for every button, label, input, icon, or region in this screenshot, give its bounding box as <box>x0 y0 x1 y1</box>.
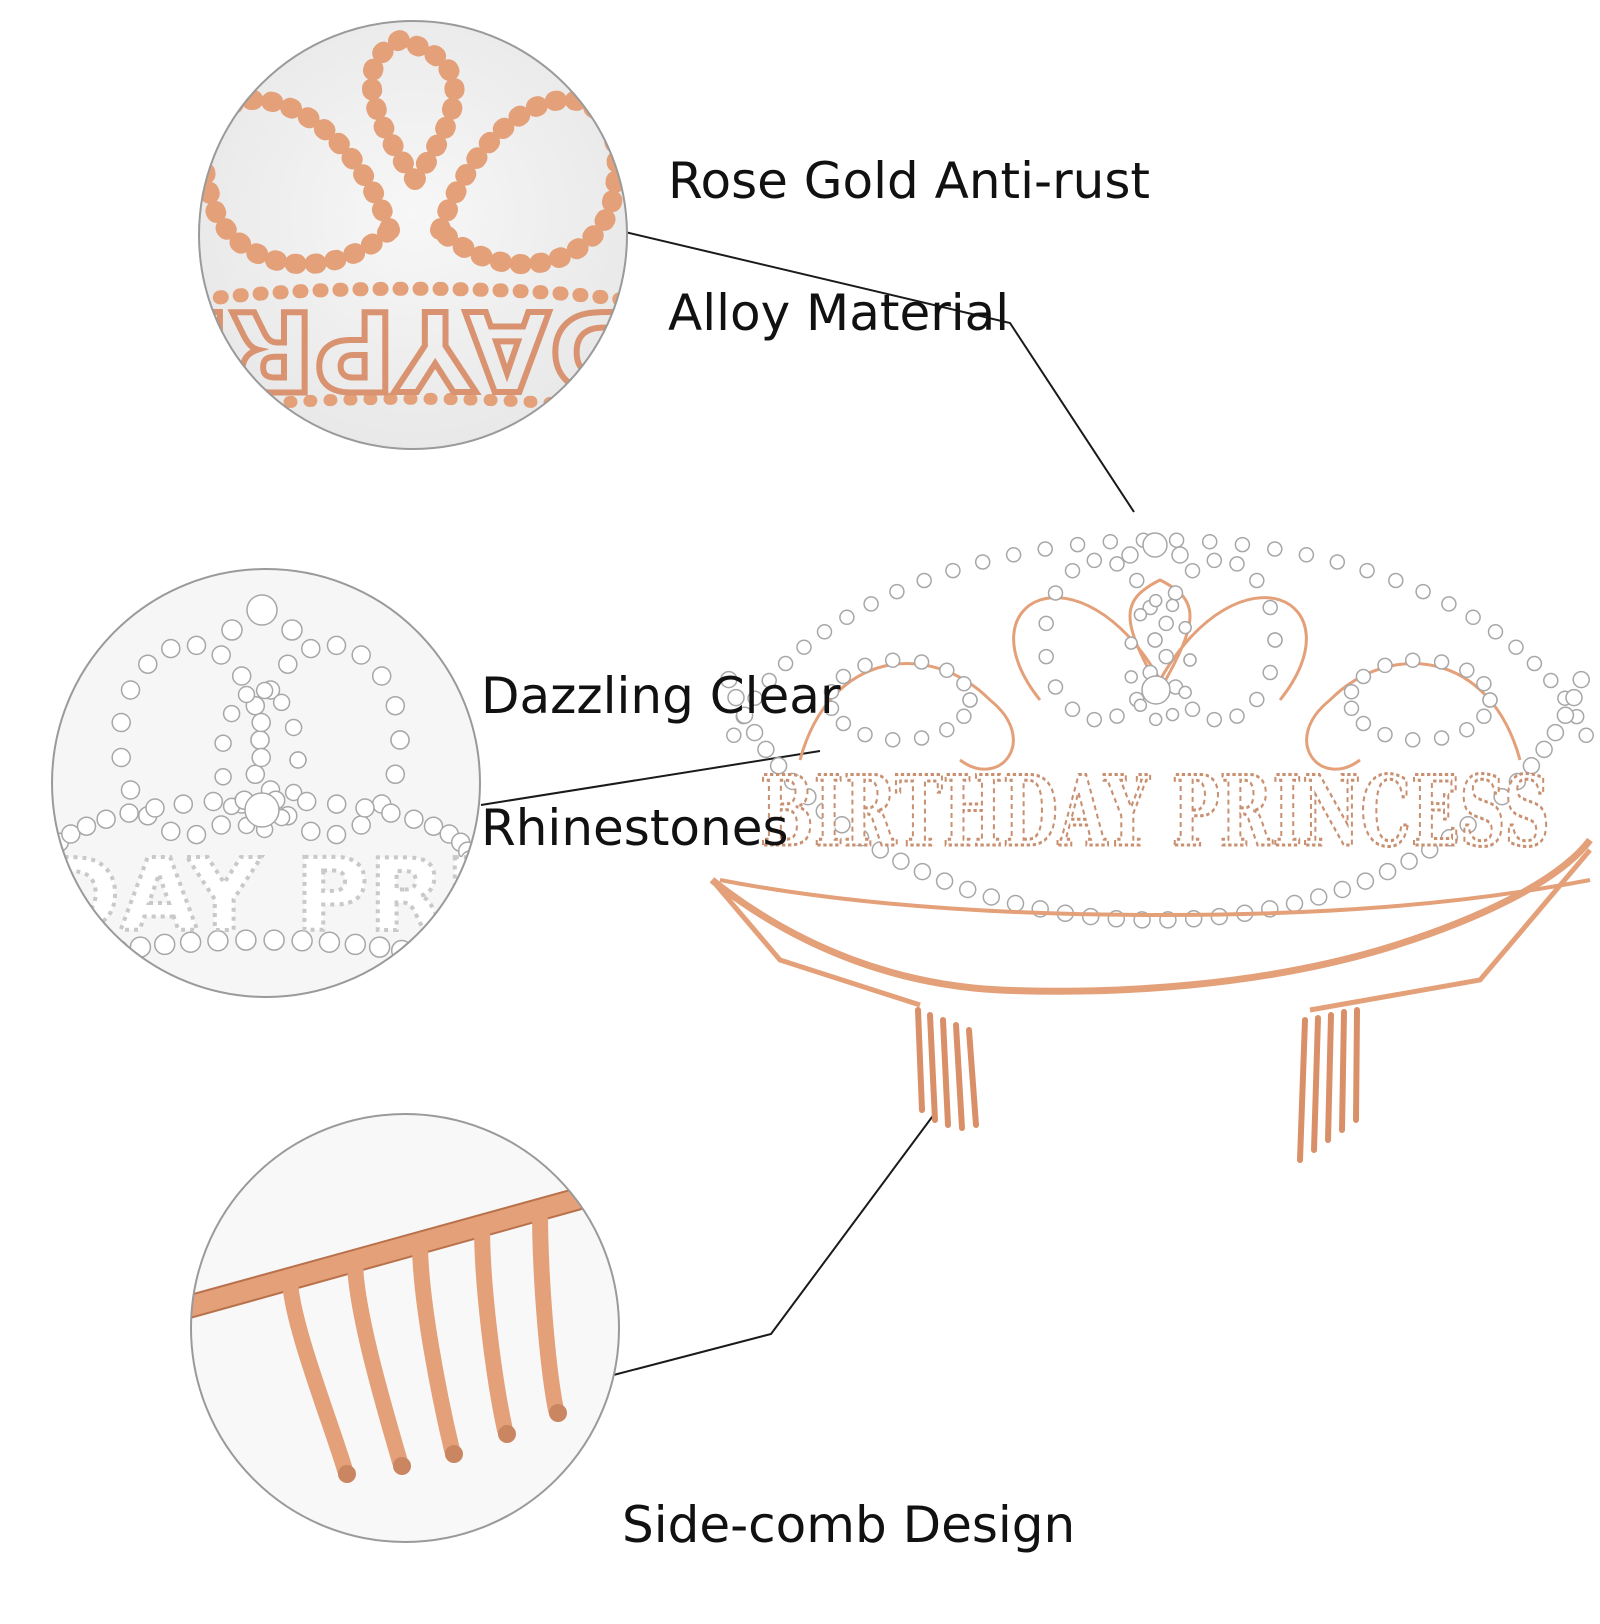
tiara-band-text: BIRTHDAY PRINCESS <box>760 755 1550 868</box>
birthday-princess-tiara: BIRTHDAY PRINCESS <box>709 532 1594 1163</box>
comb-feature-label: Side-comb Design <box>622 1426 1075 1624</box>
leader-line-comb <box>601 1112 936 1379</box>
rhinestone-closeup-letters: DAY PRI <box>37 837 483 954</box>
tiara-rhinestones <box>720 532 1594 929</box>
right-side-comb <box>1297 1007 1360 1163</box>
crown-drop <box>361 29 465 190</box>
material-closeup-letters: DAYPRI <box>189 286 641 414</box>
rhinestones-feature-label: Dazzling Clear Rhinestones <box>481 597 841 927</box>
comb-teeth <box>282 1202 564 1478</box>
material-closeup-inset: DAYPRI <box>189 20 641 450</box>
rhinestone-closeup-inset: DAY PRI <box>37 568 483 998</box>
tiara-headband <box>709 837 1593 995</box>
comb-feature-line1: Side-comb Design <box>622 1496 1076 1554</box>
leader-line-material <box>624 231 1135 513</box>
leader-line-rhinestones <box>480 750 821 806</box>
leader-lines <box>480 231 1135 1379</box>
material-feature-label: Rose Gold Anti-rust Alloy Material <box>668 82 1150 412</box>
left-side-comb <box>915 1007 979 1131</box>
crown-band <box>199 281 627 307</box>
material-feature-line1: Rose Gold Anti-rust <box>668 152 1150 210</box>
tiara-lower-band <box>719 878 1591 918</box>
rhinestones-feature-line1: Dazzling Clear <box>481 667 841 725</box>
comb-closeup-inset <box>190 1113 620 1543</box>
rhinestones-feature-line2: Rhinestones <box>481 799 789 857</box>
material-feature-line2: Alloy Material <box>668 284 1010 342</box>
